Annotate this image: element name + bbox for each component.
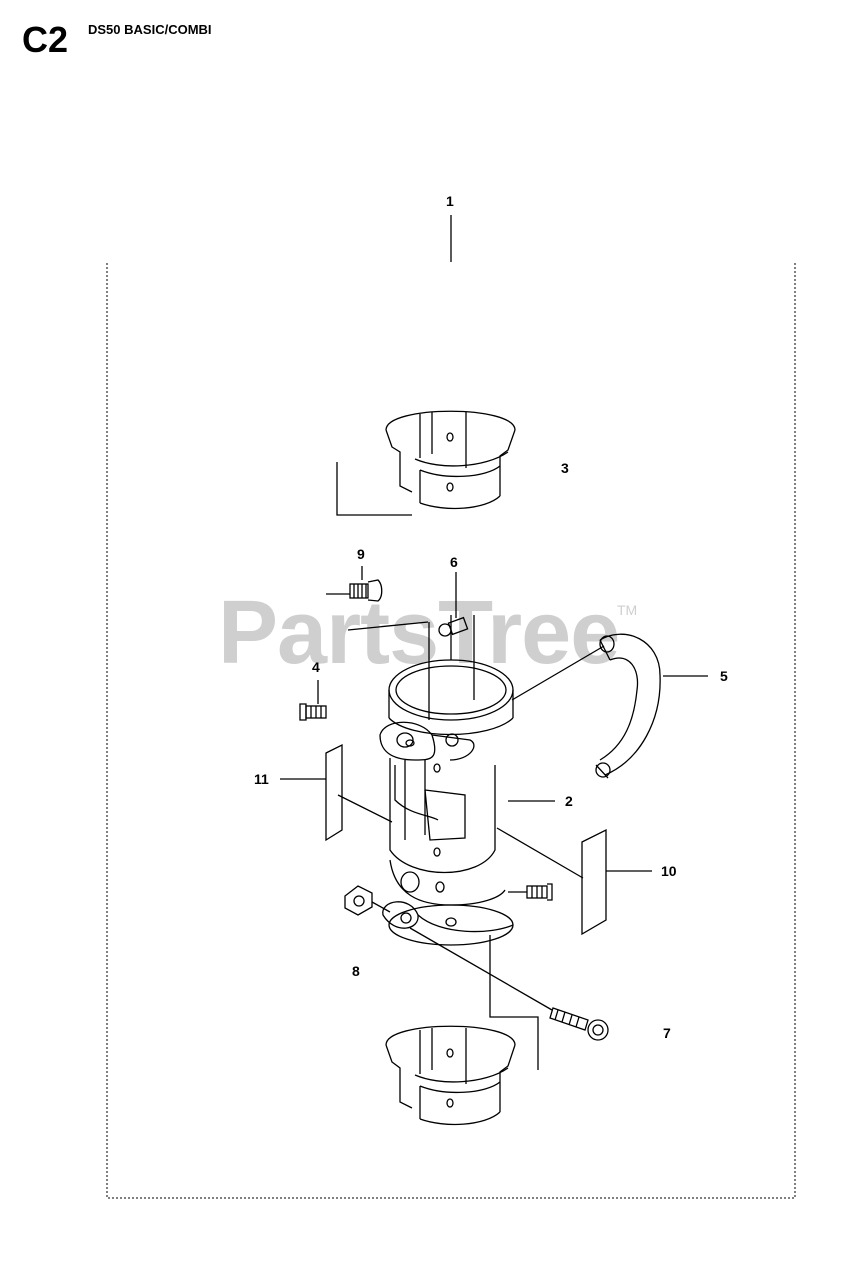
screw-part-6 [438, 616, 469, 637]
callout-6: 6 [450, 554, 458, 570]
leader-8 [371, 901, 391, 913]
callout-3: 3 [561, 460, 569, 476]
watermark-logo: PartsTree [218, 583, 620, 683]
screw-part-7 [549, 1007, 609, 1041]
screw-part-9 [349, 579, 383, 602]
clamp-shell-bottom [385, 1025, 516, 1126]
pad-part-11 [325, 743, 343, 842]
pad-part-10 [581, 828, 607, 936]
callout-4: 4 [312, 659, 320, 675]
callout-9: 9 [357, 546, 365, 562]
assembly-boundary [106, 263, 796, 1199]
screw-part-4 [299, 703, 327, 721]
clamp-shell-top-part-3 [385, 410, 516, 510]
callout-7: 7 [663, 1025, 671, 1041]
callout-10: 10 [661, 863, 677, 879]
screw-body-right [526, 883, 553, 901]
leader-11-to-body [337, 794, 393, 823]
callout-8: 8 [352, 963, 360, 979]
callout-2: 2 [565, 793, 573, 809]
leader-5-to-body [511, 645, 605, 701]
callout-1: 1 [446, 193, 454, 209]
callout-5: 5 [720, 668, 728, 684]
watermark-trademark: TM [617, 602, 638, 618]
leader-3 [336, 462, 412, 516]
model-title: DS50 BASIC/COMBI [88, 22, 212, 37]
leader-7-to-body [409, 927, 553, 1011]
leader-lower-shell [489, 935, 539, 1070]
handle-bow-part-5 [595, 633, 661, 779]
clamp-body-part-2 [379, 615, 514, 946]
section-code: C2 [22, 19, 69, 60]
leader-10-to-body [496, 827, 584, 879]
nut-part-8 [344, 885, 373, 916]
callout-11: 11 [254, 771, 269, 787]
leader-6-to-body [347, 621, 429, 631]
